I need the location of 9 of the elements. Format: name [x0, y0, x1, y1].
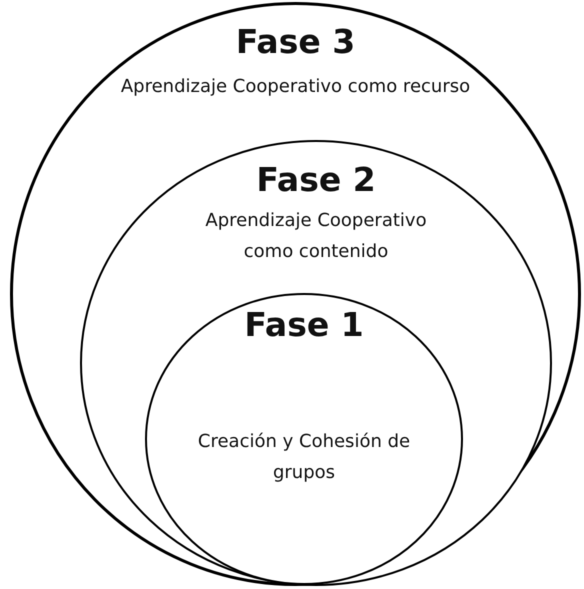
phase-description: Aprendizaje Cooperativo como recurso: [120, 75, 472, 99]
phase-circle: [80, 140, 552, 586]
phase-circle: [10, 2, 581, 586]
phase-circle: [145, 293, 463, 585]
phase-heading: Fase 2: [255, 160, 377, 200]
phase-heading: Fase 3: [234, 22, 356, 62]
phase-description: Creación y Cohesión de grupos: [196, 430, 412, 485]
phase-heading: Fase 1: [243, 305, 365, 345]
phase-description: Aprendizaje Cooperativo como contenido: [204, 209, 428, 264]
